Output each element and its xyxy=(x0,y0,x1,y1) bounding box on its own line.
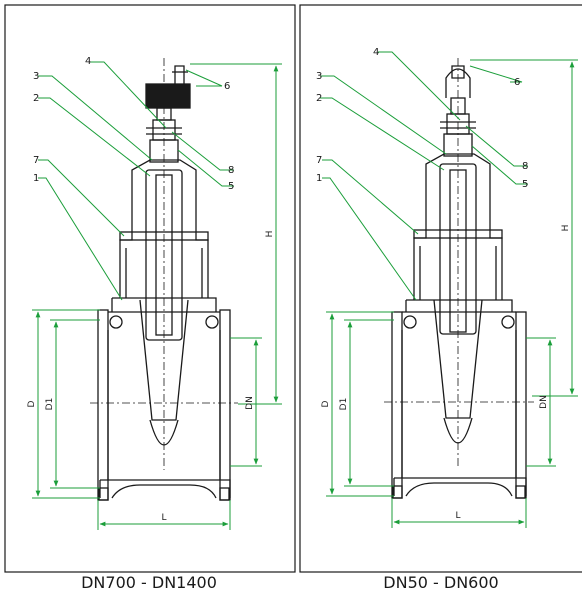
callout-2-left: 2 xyxy=(33,93,39,104)
dimension-lines-right xyxy=(326,59,578,528)
center-lines-right xyxy=(384,58,534,468)
view-large-valve xyxy=(4,4,296,573)
callout-1-left: 1 xyxy=(33,173,39,184)
callout-3-left: 3 xyxy=(33,71,39,82)
callout-1-right: 1 xyxy=(316,173,322,184)
dim-L-left: L xyxy=(161,513,166,523)
dim-H-right: H xyxy=(561,225,571,232)
callout-6-right: 6 xyxy=(514,77,520,88)
callout-4-right: 4 xyxy=(373,47,379,58)
caption-large-valve: DN700 - DN1400 xyxy=(81,573,217,592)
center-lines-left xyxy=(90,58,238,470)
panel-frame-left xyxy=(4,4,296,573)
callout-2-right: 2 xyxy=(316,93,322,104)
dim-DN-right: DN xyxy=(539,395,549,409)
callout-6-left: 6 xyxy=(224,81,230,92)
dim-D1-right: D1 xyxy=(339,398,349,411)
callout-3-right: 3 xyxy=(316,71,322,82)
dim-D1-left: D1 xyxy=(45,398,55,411)
leader-lines-right xyxy=(320,51,528,301)
panel-frame-right xyxy=(299,4,582,573)
callout-7-right: 7 xyxy=(316,155,322,166)
dimension-lines-left xyxy=(32,63,282,530)
callout-8-left: 8 xyxy=(228,165,234,176)
view-small-valve xyxy=(299,4,582,573)
dim-H-left: H xyxy=(265,231,275,238)
callout-8-right: 8 xyxy=(522,161,528,172)
dim-L-right: L xyxy=(455,511,460,521)
caption-small-valve: DN50 - DN600 xyxy=(383,573,499,592)
callout-7-left: 7 xyxy=(33,155,39,166)
callout-5-right: 5 xyxy=(522,179,528,190)
callout-5-left: 5 xyxy=(228,181,234,192)
leader-lines-left xyxy=(38,61,234,301)
callout-4-left: 4 xyxy=(85,56,91,67)
dim-D-right: D xyxy=(321,400,331,407)
dim-D-left: D xyxy=(27,400,37,407)
dim-DN-left: DN xyxy=(245,396,255,410)
